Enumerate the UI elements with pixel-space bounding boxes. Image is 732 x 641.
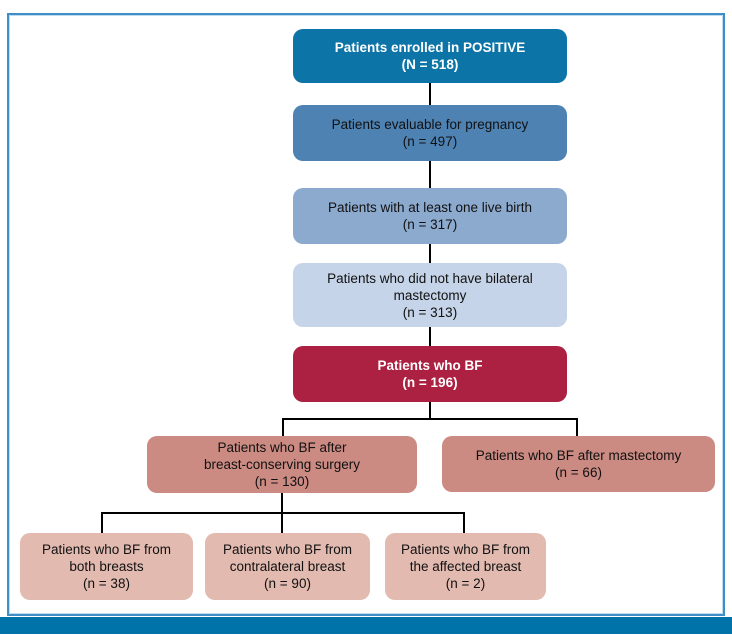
node-no-bilateral-mastectomy: Patients who did not have bilateral mast… [293, 263, 567, 327]
node-text-line: Patients who BF [377, 358, 483, 373]
node-patients-enrolled: Patients enrolled in POSITIVE (N = 518) [293, 29, 567, 83]
connector-branch2-right-drop [463, 512, 465, 533]
node-count: (n = 90) [264, 576, 311, 591]
node-bf-from-contralateral-breast: Patients who BF from contralateral breas… [205, 533, 370, 600]
node-text-line: Patients who BF from [222, 542, 353, 557]
node-count: (n = 497) [402, 134, 458, 149]
node-text-line: Patients evaluable for pregnancy [331, 117, 529, 132]
node-text-line: Patients who did not have bilateral [327, 270, 533, 286]
connector-bf-stub [429, 402, 431, 420]
node-text-line: Patients with at least one live birth [327, 200, 533, 215]
node-text-line: both breasts [69, 559, 144, 574]
node-count: (n = 196) [402, 375, 458, 390]
diagram-frame [7, 13, 725, 616]
node-count: (n = 130) [254, 474, 310, 489]
footer-accent-bar [0, 617, 732, 634]
node-text-line: Patients who BF after mastectomy [475, 448, 682, 463]
connector-branch1-right-drop [576, 418, 578, 436]
node-bf-from-affected-breast: Patients who BF from the affected breast… [385, 533, 546, 600]
node-bf-from-both-breasts: Patients who BF from both breasts (n = 3… [20, 533, 193, 600]
node-text-line: breast-conserving surgery [203, 457, 361, 472]
node-count: (n = 66) [555, 465, 602, 480]
node-count: (n = 313) [402, 304, 458, 320]
node-text-line: Patients who BF from [400, 542, 531, 557]
node-bf-after-mastectomy: Patients who BF after mastectomy (n = 66… [442, 436, 715, 492]
node-text-line: the affected breast [409, 559, 522, 574]
node-count: (n = 317) [402, 217, 458, 232]
node-text-line: mastectomy [393, 287, 467, 303]
node-text-line: Patients enrolled in POSITIVE [334, 40, 526, 55]
node-count: (n = 2) [445, 576, 486, 591]
node-patients-who-bf: Patients who BF (n = 196) [293, 346, 567, 402]
connector-nobilateral-bf [429, 327, 431, 346]
connector-branch2-horizontal [101, 512, 465, 514]
node-count: (n = 38) [83, 576, 130, 591]
connector-branch1-horizontal [282, 418, 578, 420]
connector-enrolled-evaluable [429, 83, 431, 105]
connector-livebirth-nobilateral [429, 244, 431, 263]
node-at-least-one-live-birth: Patients with at least one live birth (n… [293, 188, 567, 244]
node-text-line: contralateral breast [229, 559, 346, 574]
connector-branch2-left-drop [101, 512, 103, 533]
connector-branch1-left-drop [282, 418, 284, 436]
node-bf-after-breast-conserving-surgery: Patients who BF after breast-conserving … [147, 436, 417, 493]
node-text-line: Patients who BF from [41, 542, 172, 557]
node-count: (N = 518) [401, 57, 459, 72]
node-text-line: Patients who BF after [217, 440, 347, 455]
connector-evaluable-livebirth [429, 161, 431, 188]
node-evaluable-for-pregnancy: Patients evaluable for pregnancy (n = 49… [293, 105, 567, 161]
